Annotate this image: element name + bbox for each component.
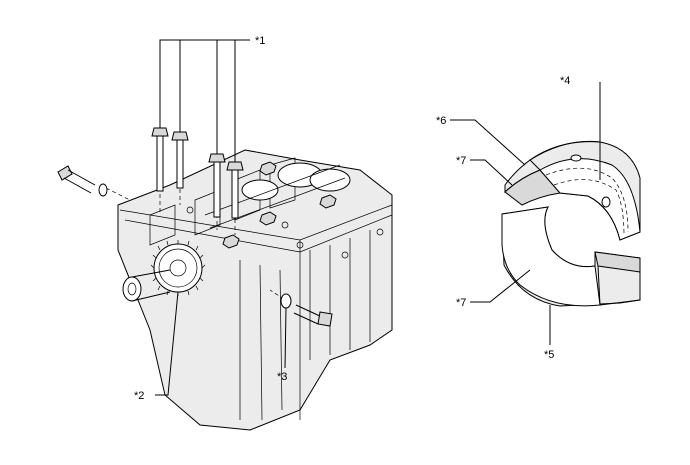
- callout-label-4: *4: [560, 75, 570, 87]
- bolt-2: [171, 131, 189, 189]
- callout-label-2: *2: [134, 390, 144, 402]
- bolt-4: [226, 161, 244, 219]
- callout-label-7-lower: *7: [456, 297, 466, 309]
- bolt-1: [151, 127, 169, 192]
- callout-leaders-left: [155, 39, 287, 396]
- crankshaft-bearing-illustration: [501, 140, 641, 307]
- side-bolt-lower: [280, 293, 333, 327]
- callout-label-5: *5: [544, 349, 554, 361]
- callout-label-1: *1: [255, 35, 265, 47]
- callout-label-7-upper: *7: [456, 155, 466, 167]
- main-bearing-cap-bolts: [151, 127, 244, 219]
- side-bolt-upper: [57, 165, 108, 197]
- bolt-3: [208, 153, 226, 218]
- callout-leaders-right: [450, 82, 601, 345]
- engine-block-illustration: [117, 149, 393, 431]
- callout-label-3: *3: [277, 371, 287, 383]
- callout-label-6: *6: [436, 115, 446, 127]
